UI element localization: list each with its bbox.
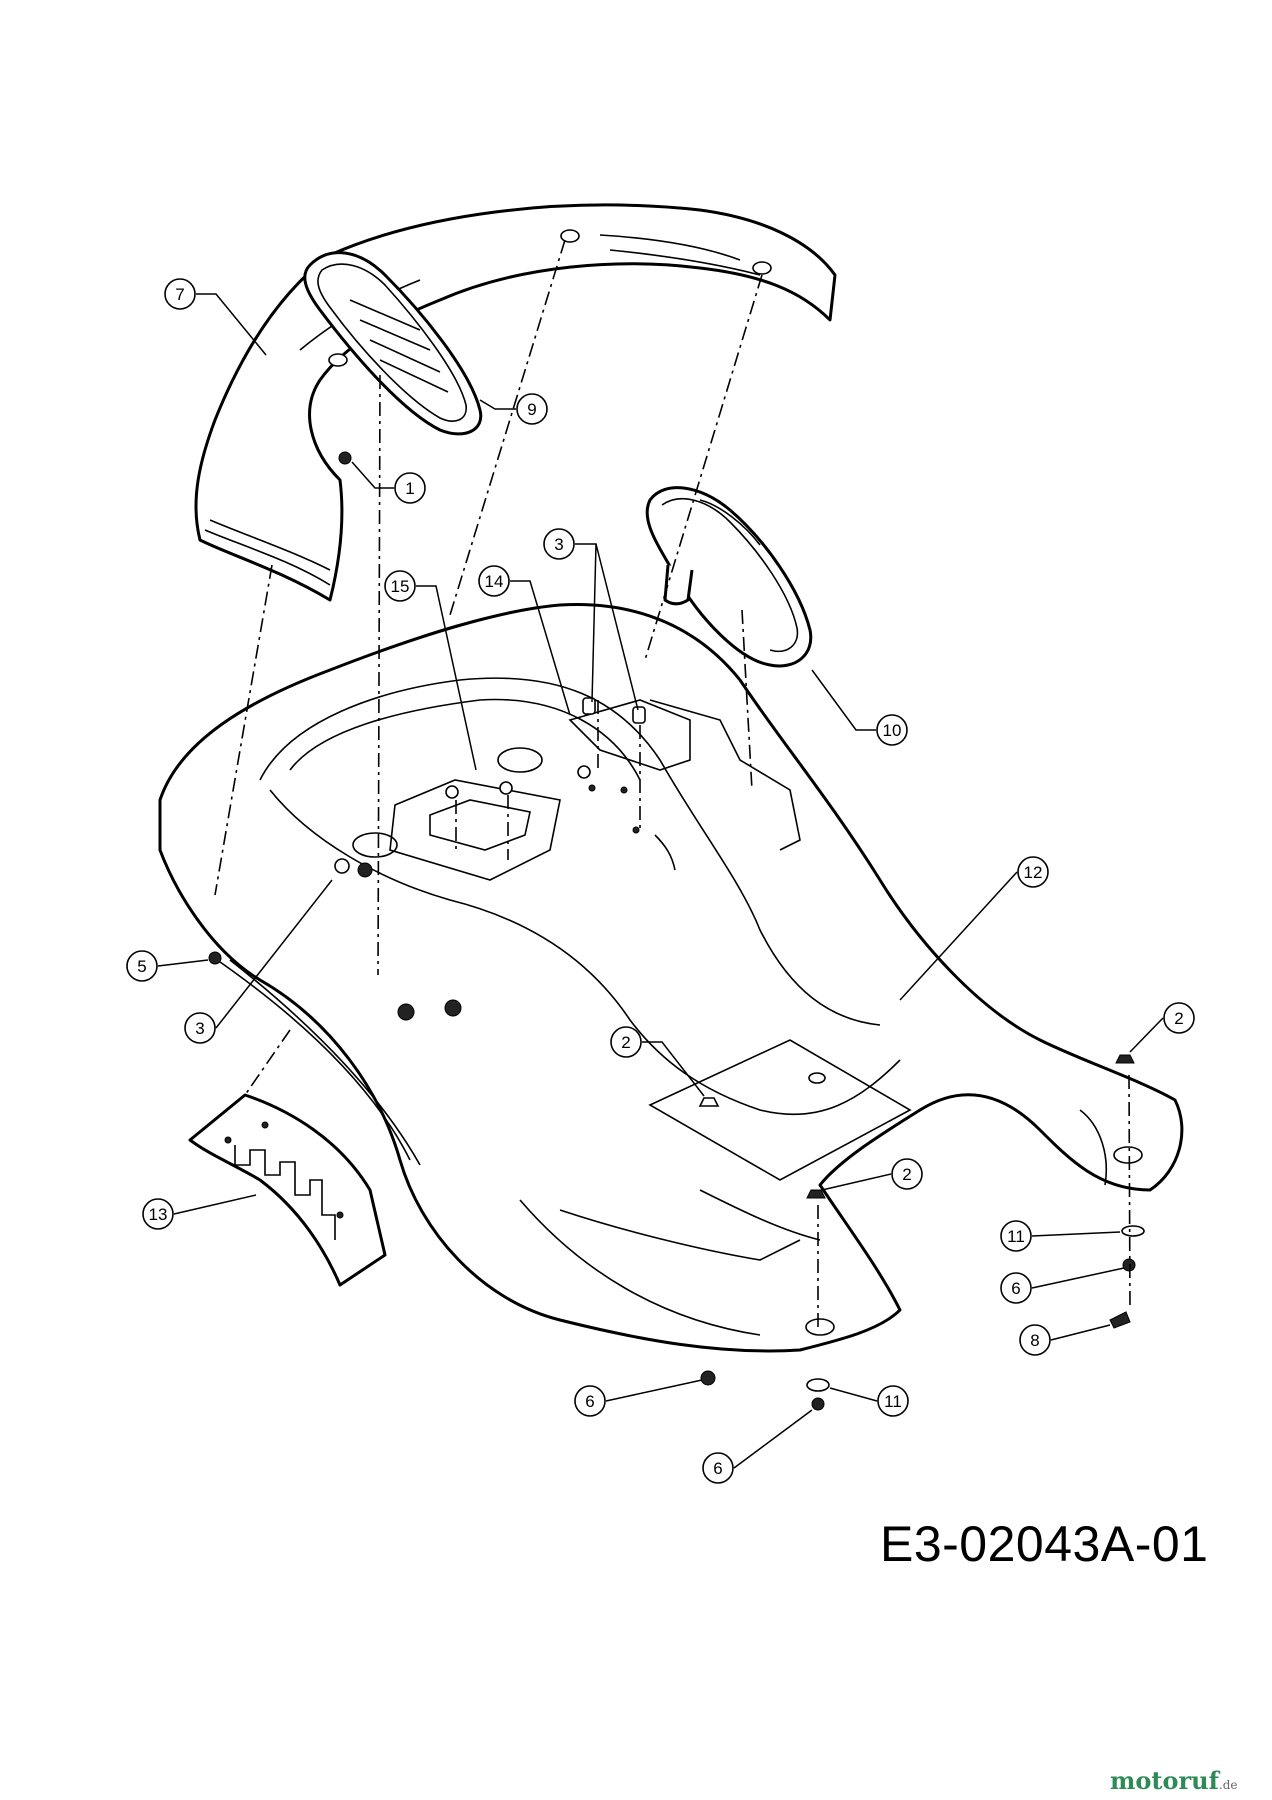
svg-text:6: 6: [713, 1459, 722, 1478]
callout-2-right: 2: [1163, 1002, 1195, 1034]
watermark-logo: motoruf.de: [1110, 1766, 1238, 1795]
callouts: 7 9 1 3 15 14 10 12 5 3 2 2 2 13 11 6 8 …: [126, 278, 1195, 1484]
callout-12: 12: [1017, 856, 1049, 888]
svg-text:3: 3: [195, 1019, 204, 1038]
svg-text:6: 6: [1011, 1279, 1020, 1298]
callout-9: 9: [516, 393, 548, 425]
callout-13: 13: [142, 1198, 174, 1230]
hardware-items: [208, 451, 1145, 1411]
callout-6-bottom-left: 6: [574, 1385, 606, 1417]
callout-leaders: [157, 293, 1164, 1469]
callout-8: 8: [1019, 1324, 1051, 1356]
callout-15: 15: [384, 570, 416, 602]
svg-text:14: 14: [485, 572, 504, 591]
callout-11-bottom: 11: [877, 1385, 909, 1417]
callout-3-left: 3: [184, 1012, 216, 1044]
svg-text:2: 2: [902, 1165, 911, 1184]
callout-5: 5: [126, 950, 158, 982]
watermark-name: motoruf: [1110, 1766, 1219, 1795]
svg-text:13: 13: [149, 1205, 168, 1224]
svg-text:10: 10: [883, 721, 902, 740]
assembly-lines: [214, 239, 1131, 1330]
callout-2-lower: 2: [891, 1158, 923, 1190]
svg-text:5: 5: [137, 957, 146, 976]
plate-part-13: [188, 1093, 387, 1287]
callout-1: 1: [394, 472, 426, 504]
svg-text:11: 11: [884, 1392, 902, 1411]
callout-2-center: 2: [610, 1026, 642, 1058]
callout-6-bottom: 6: [702, 1452, 734, 1484]
svg-text:3: 3: [554, 535, 563, 554]
callout-7: 7: [164, 278, 196, 310]
left-pocket-part-9: [303, 251, 483, 436]
right-pocket-part-10: [645, 486, 813, 668]
body-tub-part-12: [158, 602, 1184, 1353]
svg-text:12: 12: [1024, 863, 1043, 882]
svg-text:11: 11: [1007, 1227, 1025, 1246]
svg-text:2: 2: [1174, 1009, 1183, 1028]
callout-14: 14: [478, 565, 510, 597]
drawing-number: E3-02043A-01: [880, 1516, 1209, 1572]
callout-11-right: 11: [1000, 1220, 1032, 1252]
svg-text:15: 15: [391, 577, 410, 596]
watermark-tld: .de: [1218, 1778, 1238, 1792]
svg-text:6: 6: [585, 1392, 594, 1411]
callout-3-top: 3: [543, 528, 575, 560]
callout-6-right: 6: [1000, 1272, 1032, 1304]
svg-text:8: 8: [1030, 1331, 1039, 1350]
callout-10: 10: [876, 714, 908, 746]
svg-text:9: 9: [527, 400, 536, 419]
svg-text:1: 1: [405, 479, 414, 498]
svg-text:7: 7: [175, 285, 184, 304]
svg-text:2: 2: [621, 1033, 630, 1052]
